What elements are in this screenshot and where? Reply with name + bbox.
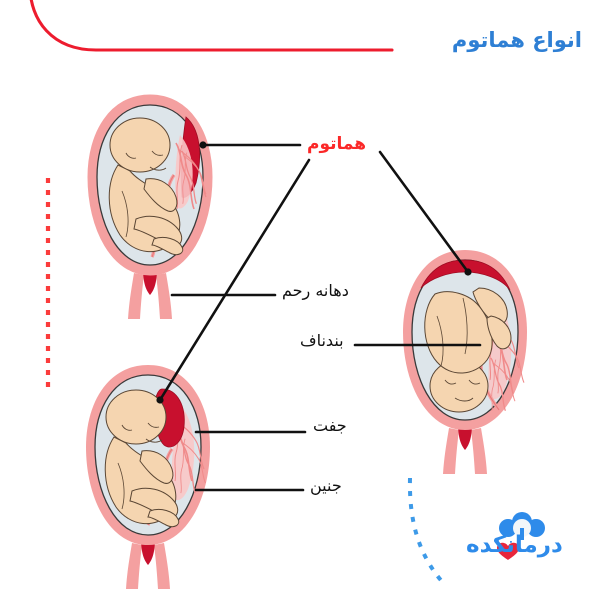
uterus-illustration-right	[403, 250, 527, 474]
uterus-illustration-bottom-left	[86, 365, 210, 589]
label-fetus: جنین	[310, 476, 342, 495]
label-umbilical-cord: بندناف	[300, 331, 344, 350]
leader-hematoma-right	[378, 150, 470, 274]
cloud-icon	[499, 512, 545, 540]
leader-hematoma-bottomleft	[158, 158, 311, 402]
page-title: انواع هماتوم	[451, 28, 582, 52]
label-placenta: جفت	[313, 416, 347, 435]
red-swoosh	[29, 0, 394, 52]
brand-logo[interactable]	[497, 512, 545, 560]
label-cervix: دهانه رحم	[282, 281, 349, 300]
logo-wordmark[interactable]: درمانکده	[466, 532, 564, 558]
blue-dashed-arc	[407, 477, 448, 588]
uterus-illustration-top-left	[87, 94, 213, 319]
hematoma-region	[420, 259, 511, 291]
heart-icon	[497, 542, 519, 560]
leader-lines	[156, 141, 482, 492]
label-hematoma: هماتوم	[307, 134, 367, 154]
